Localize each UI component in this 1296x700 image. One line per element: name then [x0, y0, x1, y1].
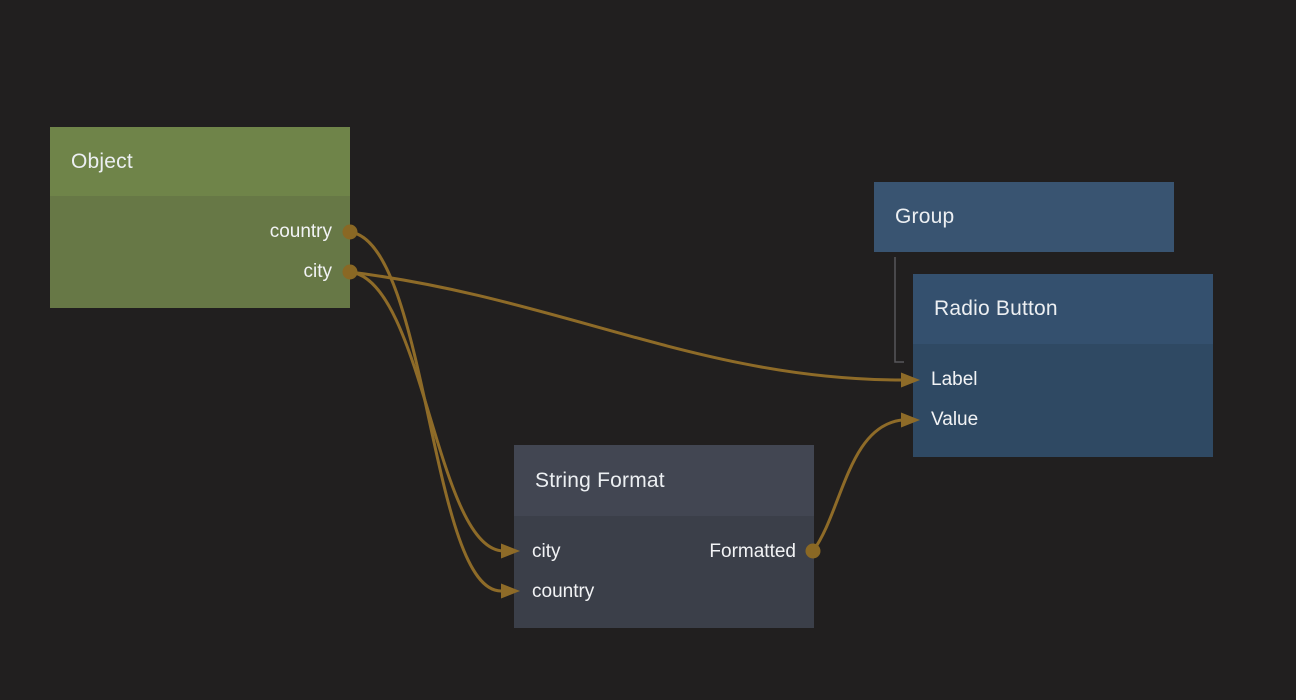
object-output-label-country: country	[269, 221, 332, 242]
node-group-header[interactable]: Group	[874, 182, 1174, 252]
port-row-radio-label: Label	[913, 360, 1213, 400]
node-radio-button[interactable]: Radio Button Label Value	[913, 274, 1213, 457]
node-string-format-header[interactable]: String Format	[514, 445, 814, 516]
node-radio-button-header[interactable]: Radio Button	[913, 274, 1213, 344]
radio-input-label-value: Value	[931, 409, 979, 430]
port-row-object-city: city	[50, 252, 350, 292]
port-row-radio-value: Value	[913, 400, 1213, 440]
port-row-stringformat-country: country	[514, 572, 814, 612]
group-radiobutton-hierarchy-connector	[894, 257, 904, 363]
edge-stringformat-formatted-to-radiobutton-value[interactable]	[811, 418, 903, 552]
node-group[interactable]: Group	[874, 182, 1174, 252]
edge-object-city-to-stringformat-city[interactable]	[349, 270, 505, 553]
node-radio-button-title: Radio Button	[934, 297, 1058, 320]
port-row-stringformat-city-formatted: city Formatted	[514, 532, 814, 572]
node-group-title: Group	[895, 205, 955, 228]
edge-object-country-to-stringformat-country[interactable]	[349, 230, 502, 593]
stringformat-input-label-city: city	[532, 541, 561, 562]
node-object-title: Object	[71, 149, 133, 173]
node-string-format[interactable]: String Format city Formatted country	[514, 445, 814, 628]
node-string-format-body: city Formatted country	[514, 516, 814, 628]
node-string-format-title: String Format	[535, 468, 665, 492]
port-row-object-country: country	[50, 212, 350, 252]
node-object-body: country city	[50, 196, 350, 308]
stringformat-input-label-country: country	[532, 581, 595, 602]
node-object[interactable]: Object country city	[50, 127, 350, 308]
radio-input-label-label: Label	[931, 369, 978, 390]
stringformat-output-label-formatted: Formatted	[709, 541, 796, 562]
edge-object-city-to-radiobutton-label[interactable]	[349, 270, 903, 382]
node-radio-button-body: Label Value	[913, 344, 1213, 457]
node-object-header[interactable]: Object	[50, 127, 350, 196]
object-output-label-city: city	[303, 261, 333, 282]
